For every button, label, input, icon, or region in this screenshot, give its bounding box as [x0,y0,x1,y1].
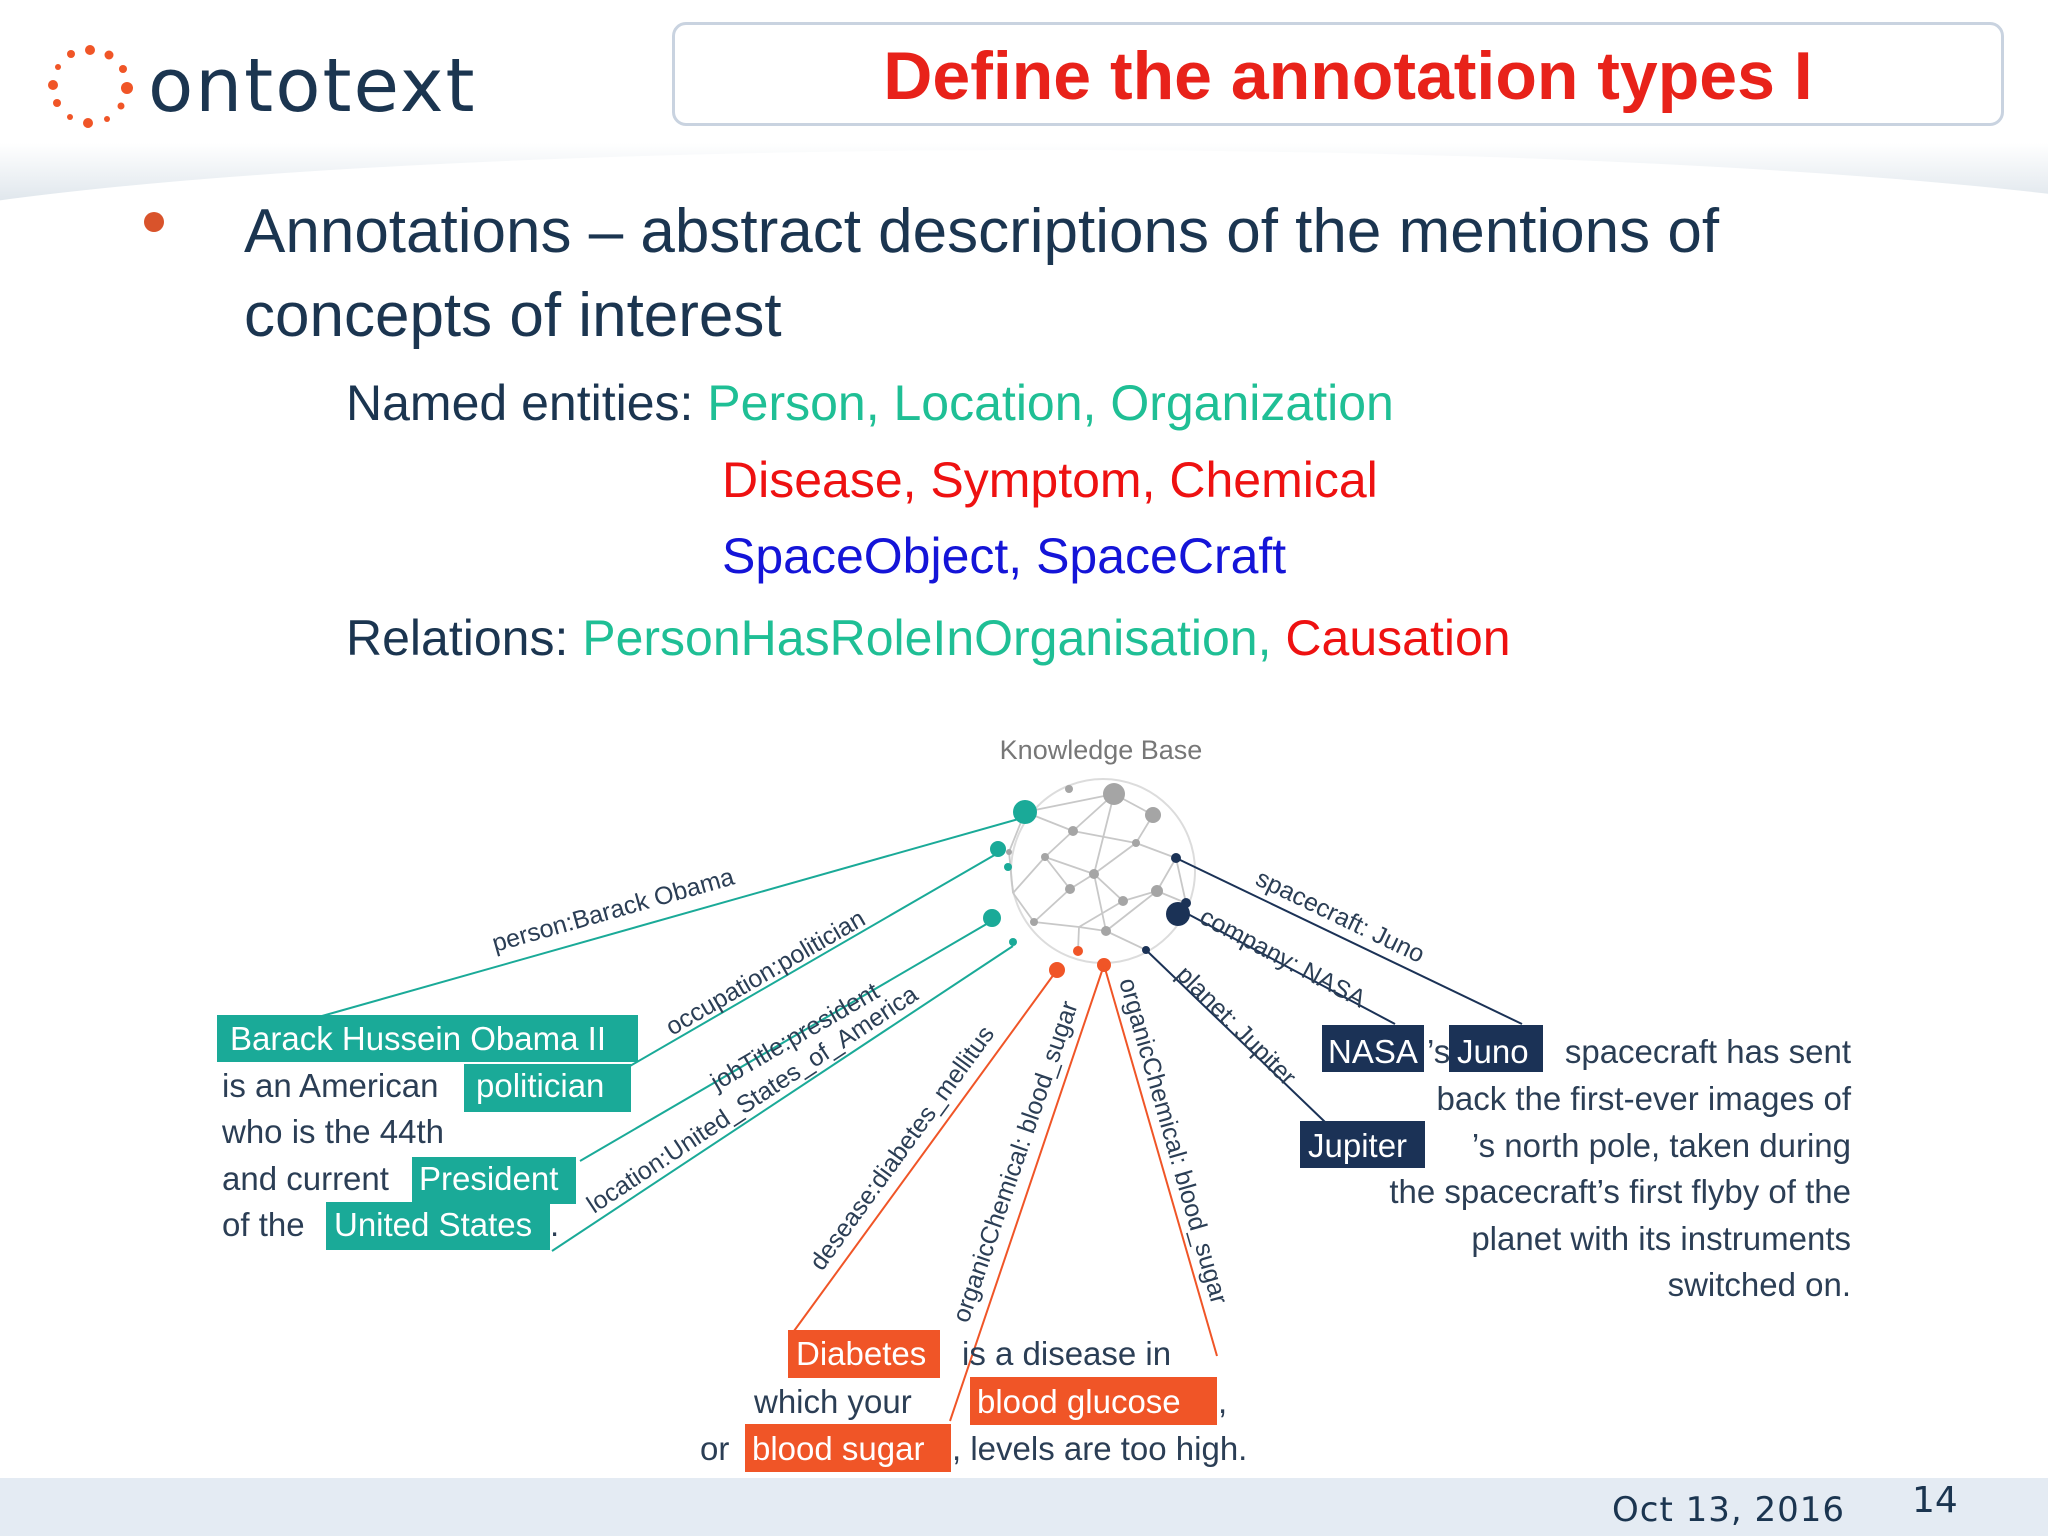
entity-blood-glucose: blood glucose [977,1383,1181,1420]
title-box: Define the annotation types I [672,22,2004,126]
bullet-line-1: Annotations – abstract descriptions of t… [244,197,1720,266]
entity-nasa: NASA [1328,1033,1418,1070]
logo-text: ontotext [148,43,477,129]
logo-dots-icon [48,45,133,128]
highlight-juno [1449,1025,1543,1072]
relation-causation: Causation [1285,610,1511,666]
obama-line-3: who is the 44th [221,1113,444,1150]
diabetes-line-2: which your [753,1383,912,1420]
relation-person-role: PersonHasRoleInOrganisation, [582,610,1272,666]
highlight-jupiter [1300,1121,1425,1168]
diabetes-line-1: is a disease in [962,1335,1171,1372]
obama-text-block: Barack Hussein Obama II is an American p… [217,1015,638,1250]
highlight-barack-obama [217,1015,638,1062]
entity-barack-obama: Barack Hussein Obama II [230,1020,606,1057]
named-entities-line: Named entities: Person, Location, Organi… [346,374,1394,432]
highlight-president [412,1157,576,1204]
entity-diabetes: Diabetes [796,1335,926,1372]
highlight-politician [464,1064,631,1112]
nasa-possessive: ’s [1427,1033,1450,1070]
diabetes-line-3: , levels are too high. [952,1430,1247,1467]
diabetes-or: or [700,1430,729,1467]
nasa-line-4: the spacecraft’s first flyby of the [1389,1173,1851,1210]
teal-connectors [321,817,1023,1252]
entity-jupiter: Jupiter [1308,1127,1407,1164]
ontotext-logo: ontotext [44,36,477,136]
bullet-text: Annotations – abstract descriptions of t… [244,190,1944,358]
kb-label: Knowledge Base [1000,735,1203,765]
edge-label-planet: planet: Jupiter [1171,960,1302,1091]
bullet-line-2: concepts of interest [244,281,782,350]
nasa-line-6: switched on. [1668,1266,1851,1303]
nasa-line-1: spacecraft has sent [1565,1033,1851,1070]
named-entities-group-space: SpaceObject, SpaceCraft [722,528,1287,584]
nasa-line-3: ’s north pole, taken during [1472,1127,1851,1164]
knowledge-graph-icon [983,778,1196,978]
named-entities-group-bio: Disease, Symptom, Chemical [722,452,1378,508]
header-swoosh [0,150,2048,370]
entity-blood-sugar: blood sugar [752,1430,924,1467]
slide-title: Define the annotation types I [883,38,1813,114]
navy-connectors [1145,857,1523,1123]
nasa-line-5: planet with its instruments [1471,1220,1851,1257]
obama-line-4: and current [222,1160,389,1197]
edge-label-person: person:Barack Obama [489,863,737,958]
entity-president: President [419,1160,558,1197]
obama-line-2: is an American [222,1067,438,1104]
highlight-blood-glucose [970,1377,1217,1425]
orange-connectors [793,964,1218,1422]
obama-line-5: of the [222,1206,305,1243]
entity-united-states: United States [334,1206,532,1243]
footer-bar [0,1478,2048,1536]
entity-juno: Juno [1457,1033,1529,1070]
highlight-diabetes [788,1330,940,1378]
diabetes-text-block: Diabetes is a disease in which your bloo… [700,1330,1247,1472]
highlight-nasa [1322,1025,1424,1072]
diabetes-comma: , [1218,1383,1227,1420]
edge-label-chem-2: organicChemical: blood_sugar [1113,975,1233,1307]
page-number: 14 [1912,1480,1958,1521]
bullet-dot [144,212,164,232]
nasa-text-block: NASA ’s Juno spacecraft has sent back th… [1300,1025,1852,1303]
relations-label: Relations: [346,610,569,666]
relations-line: Relations: PersonHasRoleInOrganisation, … [346,609,1511,667]
highlight-united-states [326,1202,550,1250]
named-entities-label: Named entities: [346,375,694,431]
obama-period: . [550,1206,559,1243]
highlight-blood-sugar [745,1424,951,1472]
entity-politician: politician [476,1067,604,1104]
footer-date: Oct 13, 2016 [1612,1490,1845,1530]
named-entities-group-general: Person, Location, Organization [707,375,1394,431]
nasa-line-2: back the first-ever images of [1437,1080,1852,1117]
